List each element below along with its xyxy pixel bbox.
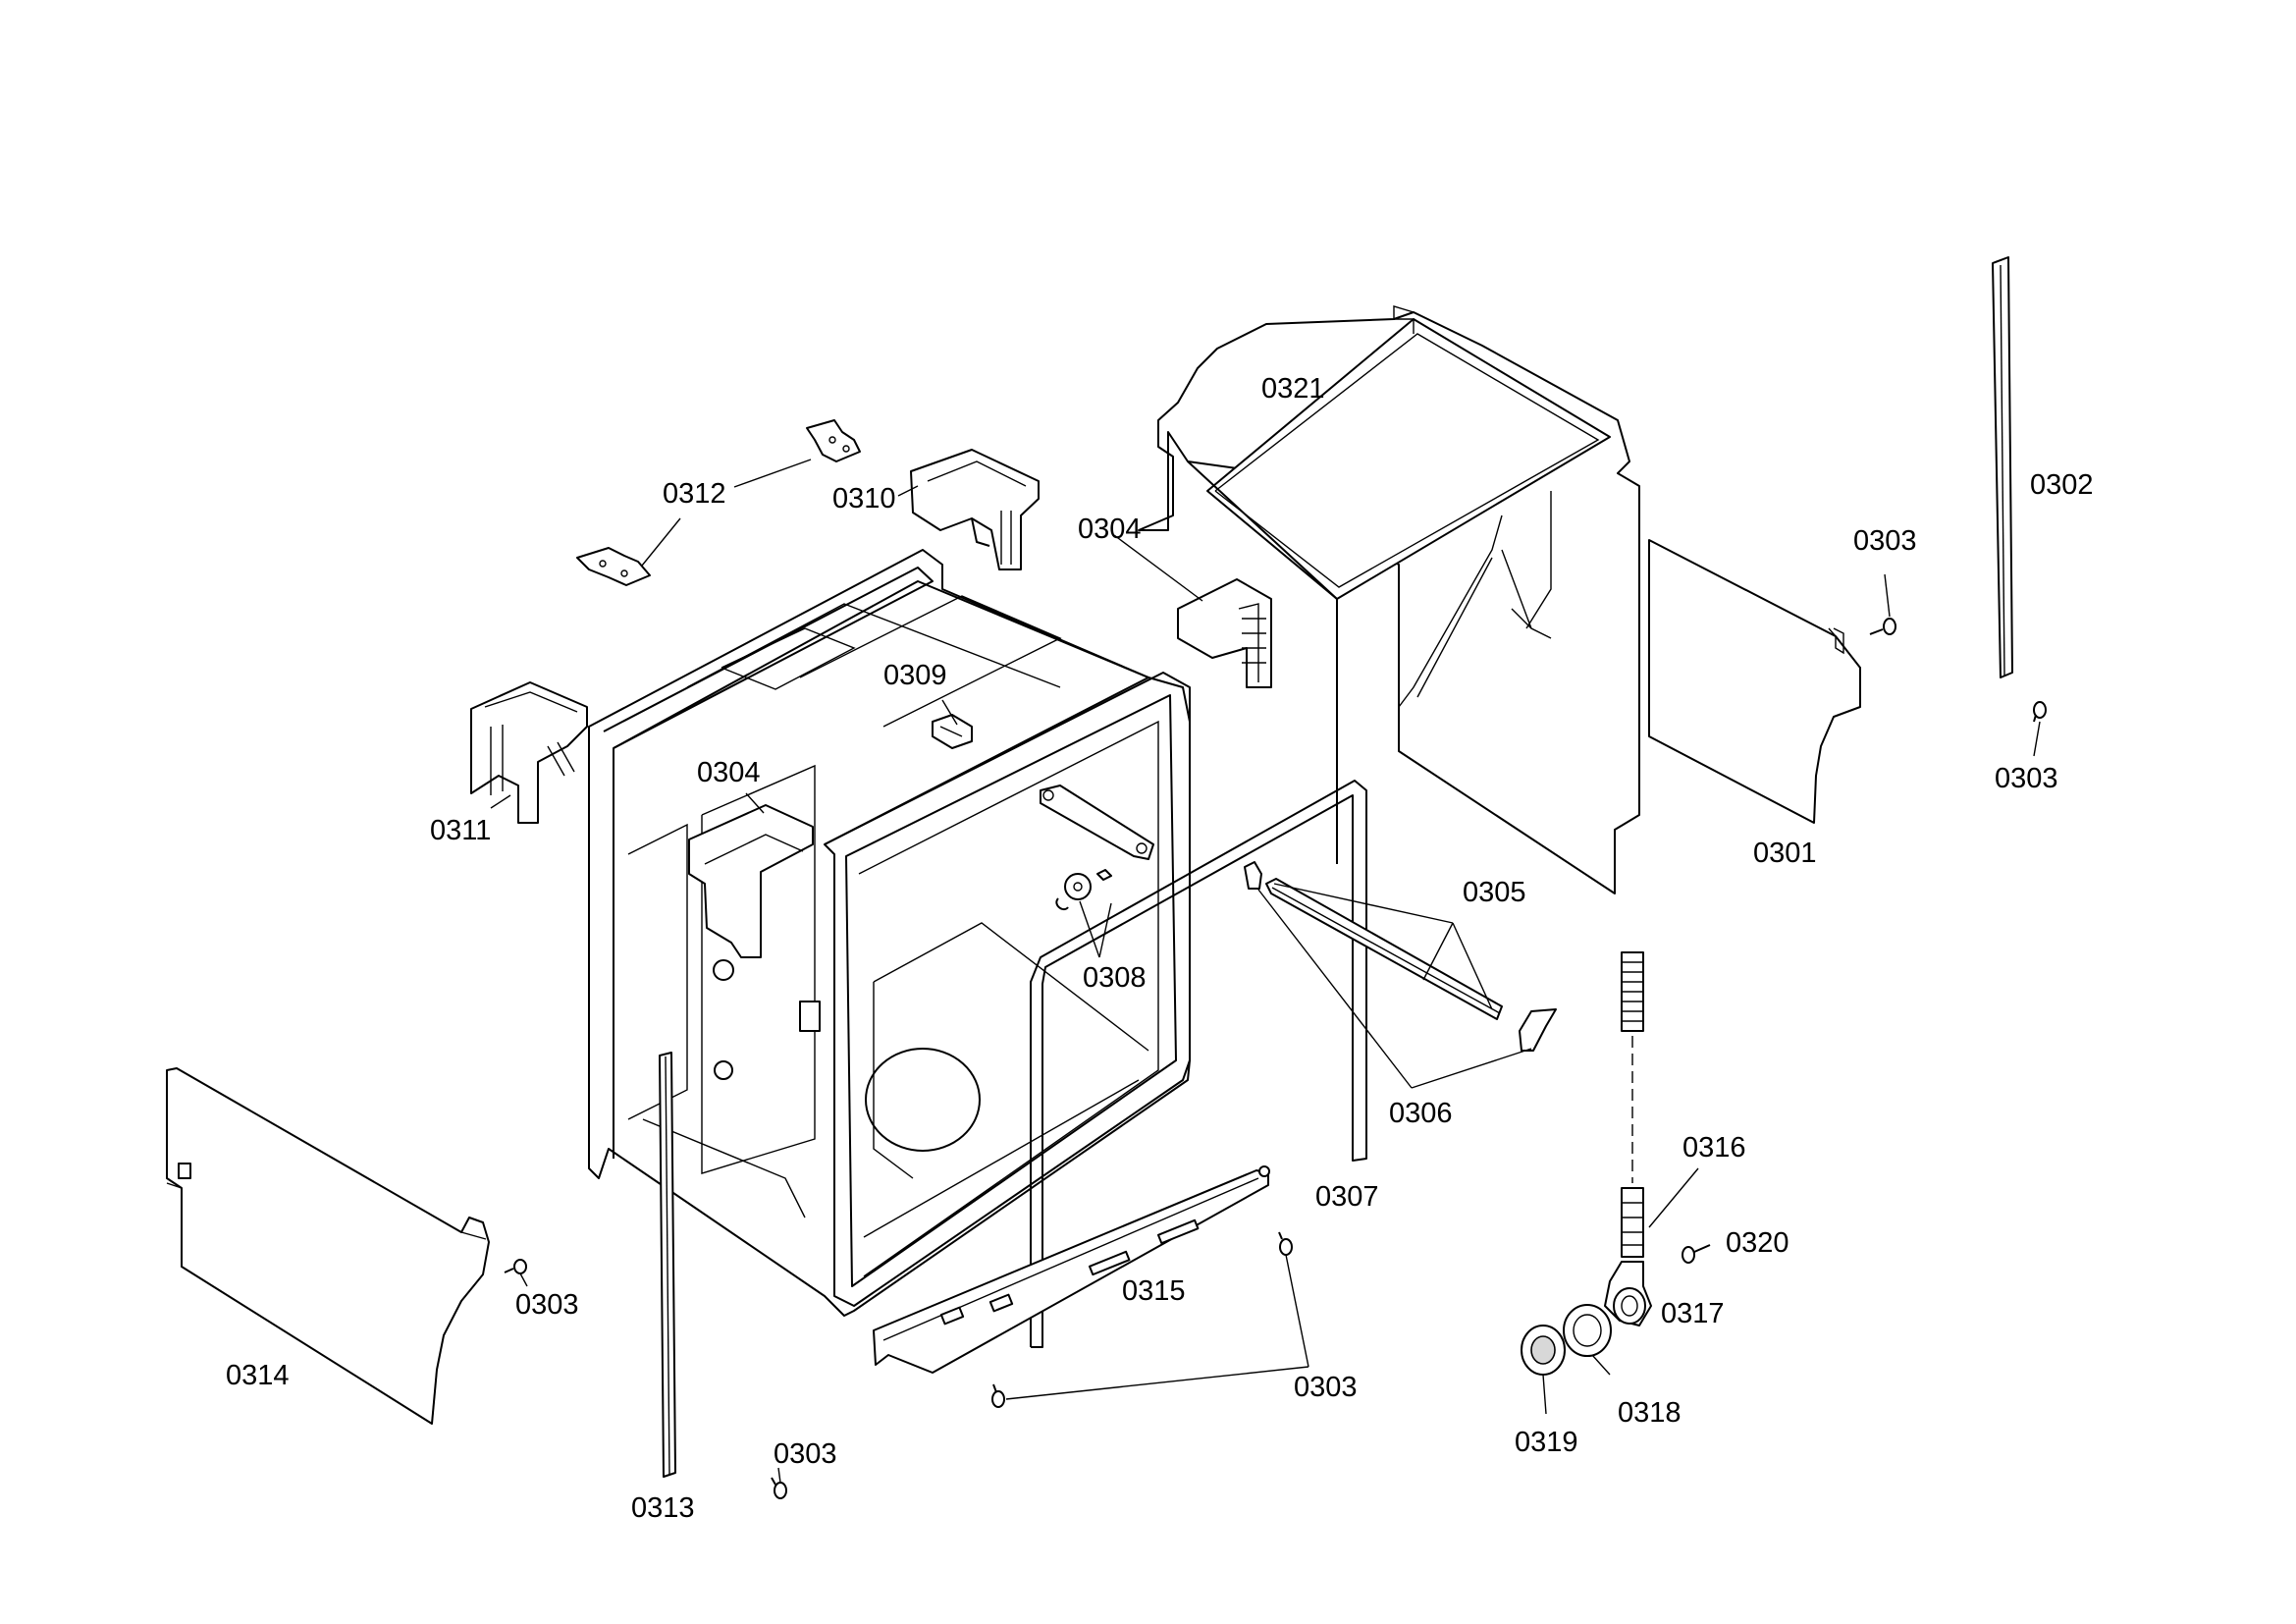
part-0315-base-plate[interactable] — [873, 1165, 1270, 1374]
tub-body[interactable] — [588, 549, 1191, 1317]
screw-icon — [1278, 1231, 1293, 1256]
screw-icon — [771, 1477, 787, 1499]
screw-icon — [504, 1259, 527, 1274]
label-0316: 0316 — [1682, 1132, 1746, 1164]
label-0309: 0309 — [883, 660, 947, 691]
label-0314: 0314 — [226, 1360, 290, 1391]
label-0304-right: 0304 — [1078, 514, 1142, 545]
part-0308-washers[interactable] — [1055, 869, 1112, 911]
screw-icon — [991, 1383, 1005, 1408]
part-0316-hose[interactable] — [1621, 951, 1644, 1258]
label-0311: 0311 — [430, 815, 491, 846]
part-0307-door-seal[interactable] — [1030, 780, 1367, 1348]
label-0308: 0308 — [1083, 962, 1147, 994]
part-0311-bracket[interactable] — [470, 681, 588, 824]
part-0314-kick-panel[interactable] — [166, 1067, 490, 1425]
part-0302-side-strip[interactable] — [1992, 256, 2013, 678]
label-0304-left: 0304 — [697, 757, 761, 788]
part-0319-cap[interactable] — [1521, 1325, 1566, 1376]
label-0303-bottom: 0303 — [774, 1438, 837, 1470]
label-0312: 0312 — [663, 478, 726, 510]
part-0310-bracket[interactable] — [910, 449, 1040, 570]
label-0319: 0319 — [1515, 1427, 1578, 1458]
screw-icon — [1869, 618, 1896, 635]
label-0307: 0307 — [1315, 1181, 1379, 1213]
label-0301: 0301 — [1753, 838, 1817, 869]
part-0301-rear-panel[interactable] — [1648, 539, 1861, 824]
part-0305-0306-rail[interactable] — [1244, 861, 1557, 1052]
label-0320: 0320 — [1726, 1227, 1789, 1259]
label-0303-side: 0303 — [1995, 763, 2058, 794]
part-0317-elbow[interactable] — [1604, 1261, 1652, 1326]
part-labels: 0321 0312 0310 0304 0309 0304 0311 0308 … — [226, 373, 2094, 1524]
label-0310: 0310 — [832, 483, 896, 514]
label-0313: 0313 — [631, 1492, 695, 1524]
label-0305: 0305 — [1463, 877, 1526, 908]
label-0303-rear: 0303 — [1853, 525, 1917, 557]
part-0318-ring[interactable] — [1563, 1304, 1612, 1357]
leader-lines — [490, 459, 2041, 1484]
label-0317: 0317 — [1661, 1298, 1725, 1329]
part-0312-hinge-plates[interactable] — [576, 419, 861, 586]
label-0318: 0318 — [1618, 1397, 1682, 1429]
label-0315: 0315 — [1122, 1275, 1186, 1307]
part-0313-seal-strip[interactable] — [659, 1052, 676, 1478]
label-0302: 0302 — [2030, 469, 2094, 501]
screw-icon — [2033, 701, 2047, 723]
part-0321-housing[interactable] — [1138, 305, 1640, 894]
label-0303-base: 0303 — [1294, 1372, 1358, 1403]
label-0306: 0306 — [1389, 1098, 1453, 1129]
label-0303-panel: 0303 — [515, 1289, 579, 1321]
label-0321: 0321 — [1261, 373, 1325, 405]
part-0320-screw[interactable] — [1682, 1244, 1711, 1264]
